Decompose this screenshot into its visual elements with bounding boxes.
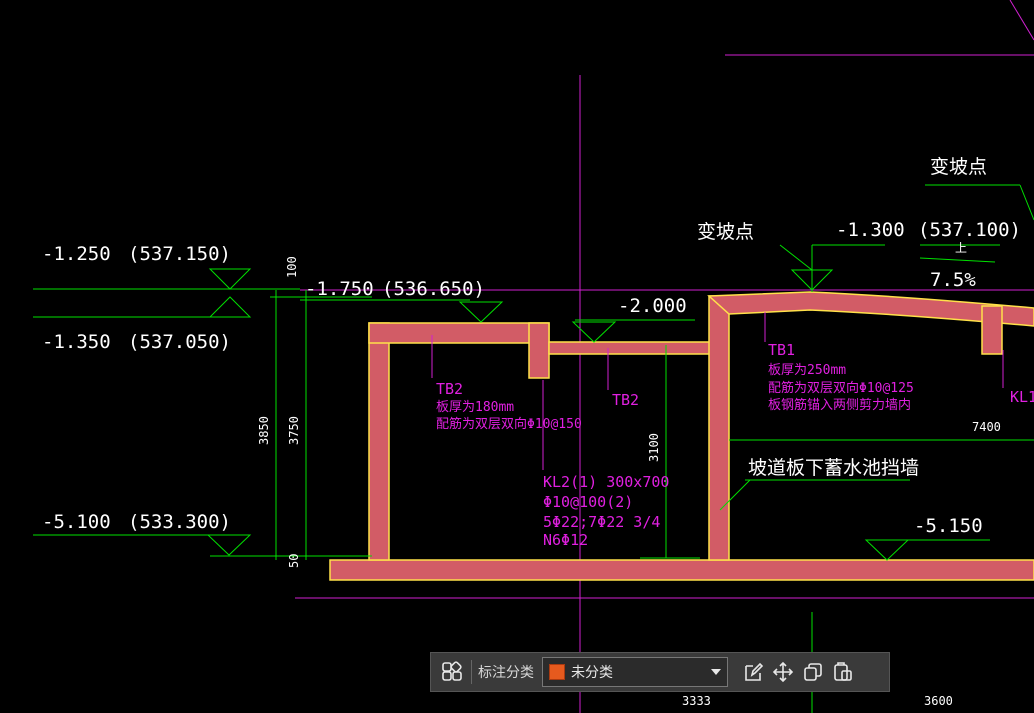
beam-note: 5Φ22;7Φ22 3/4 [543, 513, 660, 531]
beam-note: N6Φ12 [543, 531, 588, 549]
slab-note: 配筋为双层双向Φ10@150 [436, 416, 582, 432]
beam-note: Φ10@100(2) [543, 493, 633, 511]
dim-label: 3333 [682, 694, 711, 708]
slope-change-label: 变坡点 [930, 156, 987, 178]
slab-note: 板厚为180mm [436, 400, 514, 415]
toolbar-divider [471, 660, 472, 684]
slab-note: 板厚为250mm [768, 363, 846, 378]
elev-label: -1.300 [836, 219, 905, 241]
dim-label: 3750 [287, 416, 301, 445]
dimension-lines [33, 184, 1034, 561]
concrete-section [329, 291, 1034, 581]
abs-elev-label: (537.150) [128, 243, 231, 265]
copy-icon[interactable] [798, 657, 828, 687]
slab-tag: TB1 [768, 341, 795, 359]
dim-label: 3850 [257, 416, 271, 445]
magenta-annotations: TB2 板厚为180mm 配筋为双层双向Φ10@150 TB2 KL2(1) 3… [436, 341, 1034, 549]
slab-tag: TB2 [436, 380, 463, 398]
slope-change-label: 变坡点 [697, 221, 754, 243]
wall-note: 坡道板下蓄水池挡墙 [748, 457, 919, 479]
elev-label: -5.100 [42, 511, 111, 533]
category-color-swatch [549, 664, 565, 680]
elev-label: -1.750 [305, 278, 374, 300]
dim-label: 50 [287, 554, 301, 568]
dim-label: 100 [285, 256, 299, 278]
dim-label: 7400 [972, 420, 1001, 434]
move-icon[interactable] [768, 657, 798, 687]
category-select-value: 未分类 [571, 665, 613, 681]
dim-label: 3600 [924, 694, 953, 708]
slab-note: 配筋为双层双向Φ10@125 [768, 380, 914, 396]
slope-up-label: 上 [955, 241, 967, 255]
slab-tag: TB2 [612, 391, 639, 409]
category-label: 标注分类 [478, 665, 534, 681]
slab-note: 板钢筋锚入两侧剪力墙内 [768, 397, 911, 413]
abs-elev-label: (537.050) [128, 331, 231, 353]
abs-elev-label: (536.650) [382, 278, 485, 300]
elev-label: -1.350 [42, 331, 111, 353]
paste-icon[interactable] [828, 657, 858, 687]
white-labels: -1.250 (537.150) -1.350 (537.050) -5.100… [42, 156, 1021, 708]
abs-elev-label: (533.300) [128, 511, 231, 533]
annotation-toolbar: 标注分类 未分类 [430, 652, 890, 692]
leader-lines [431, 312, 1004, 470]
abs-elev-label: (537.100) [918, 219, 1021, 241]
elev-label: -1.250 [42, 243, 111, 265]
beam-note: KL2(1) 300x700 [543, 473, 669, 491]
axis-lines [295, 0, 1034, 713]
elev-label: -5.150 [914, 515, 983, 537]
category-select[interactable]: 未分类 [542, 657, 728, 687]
elev-label: -2.000 [618, 295, 687, 317]
dim-label: 3100 [647, 433, 661, 462]
edit-icon[interactable] [738, 657, 768, 687]
chevron-down-icon [711, 669, 721, 675]
components-icon[interactable] [437, 657, 467, 687]
slope-percent-label: 7.5% [930, 269, 976, 291]
beam-tag: KL1 [1010, 388, 1034, 406]
